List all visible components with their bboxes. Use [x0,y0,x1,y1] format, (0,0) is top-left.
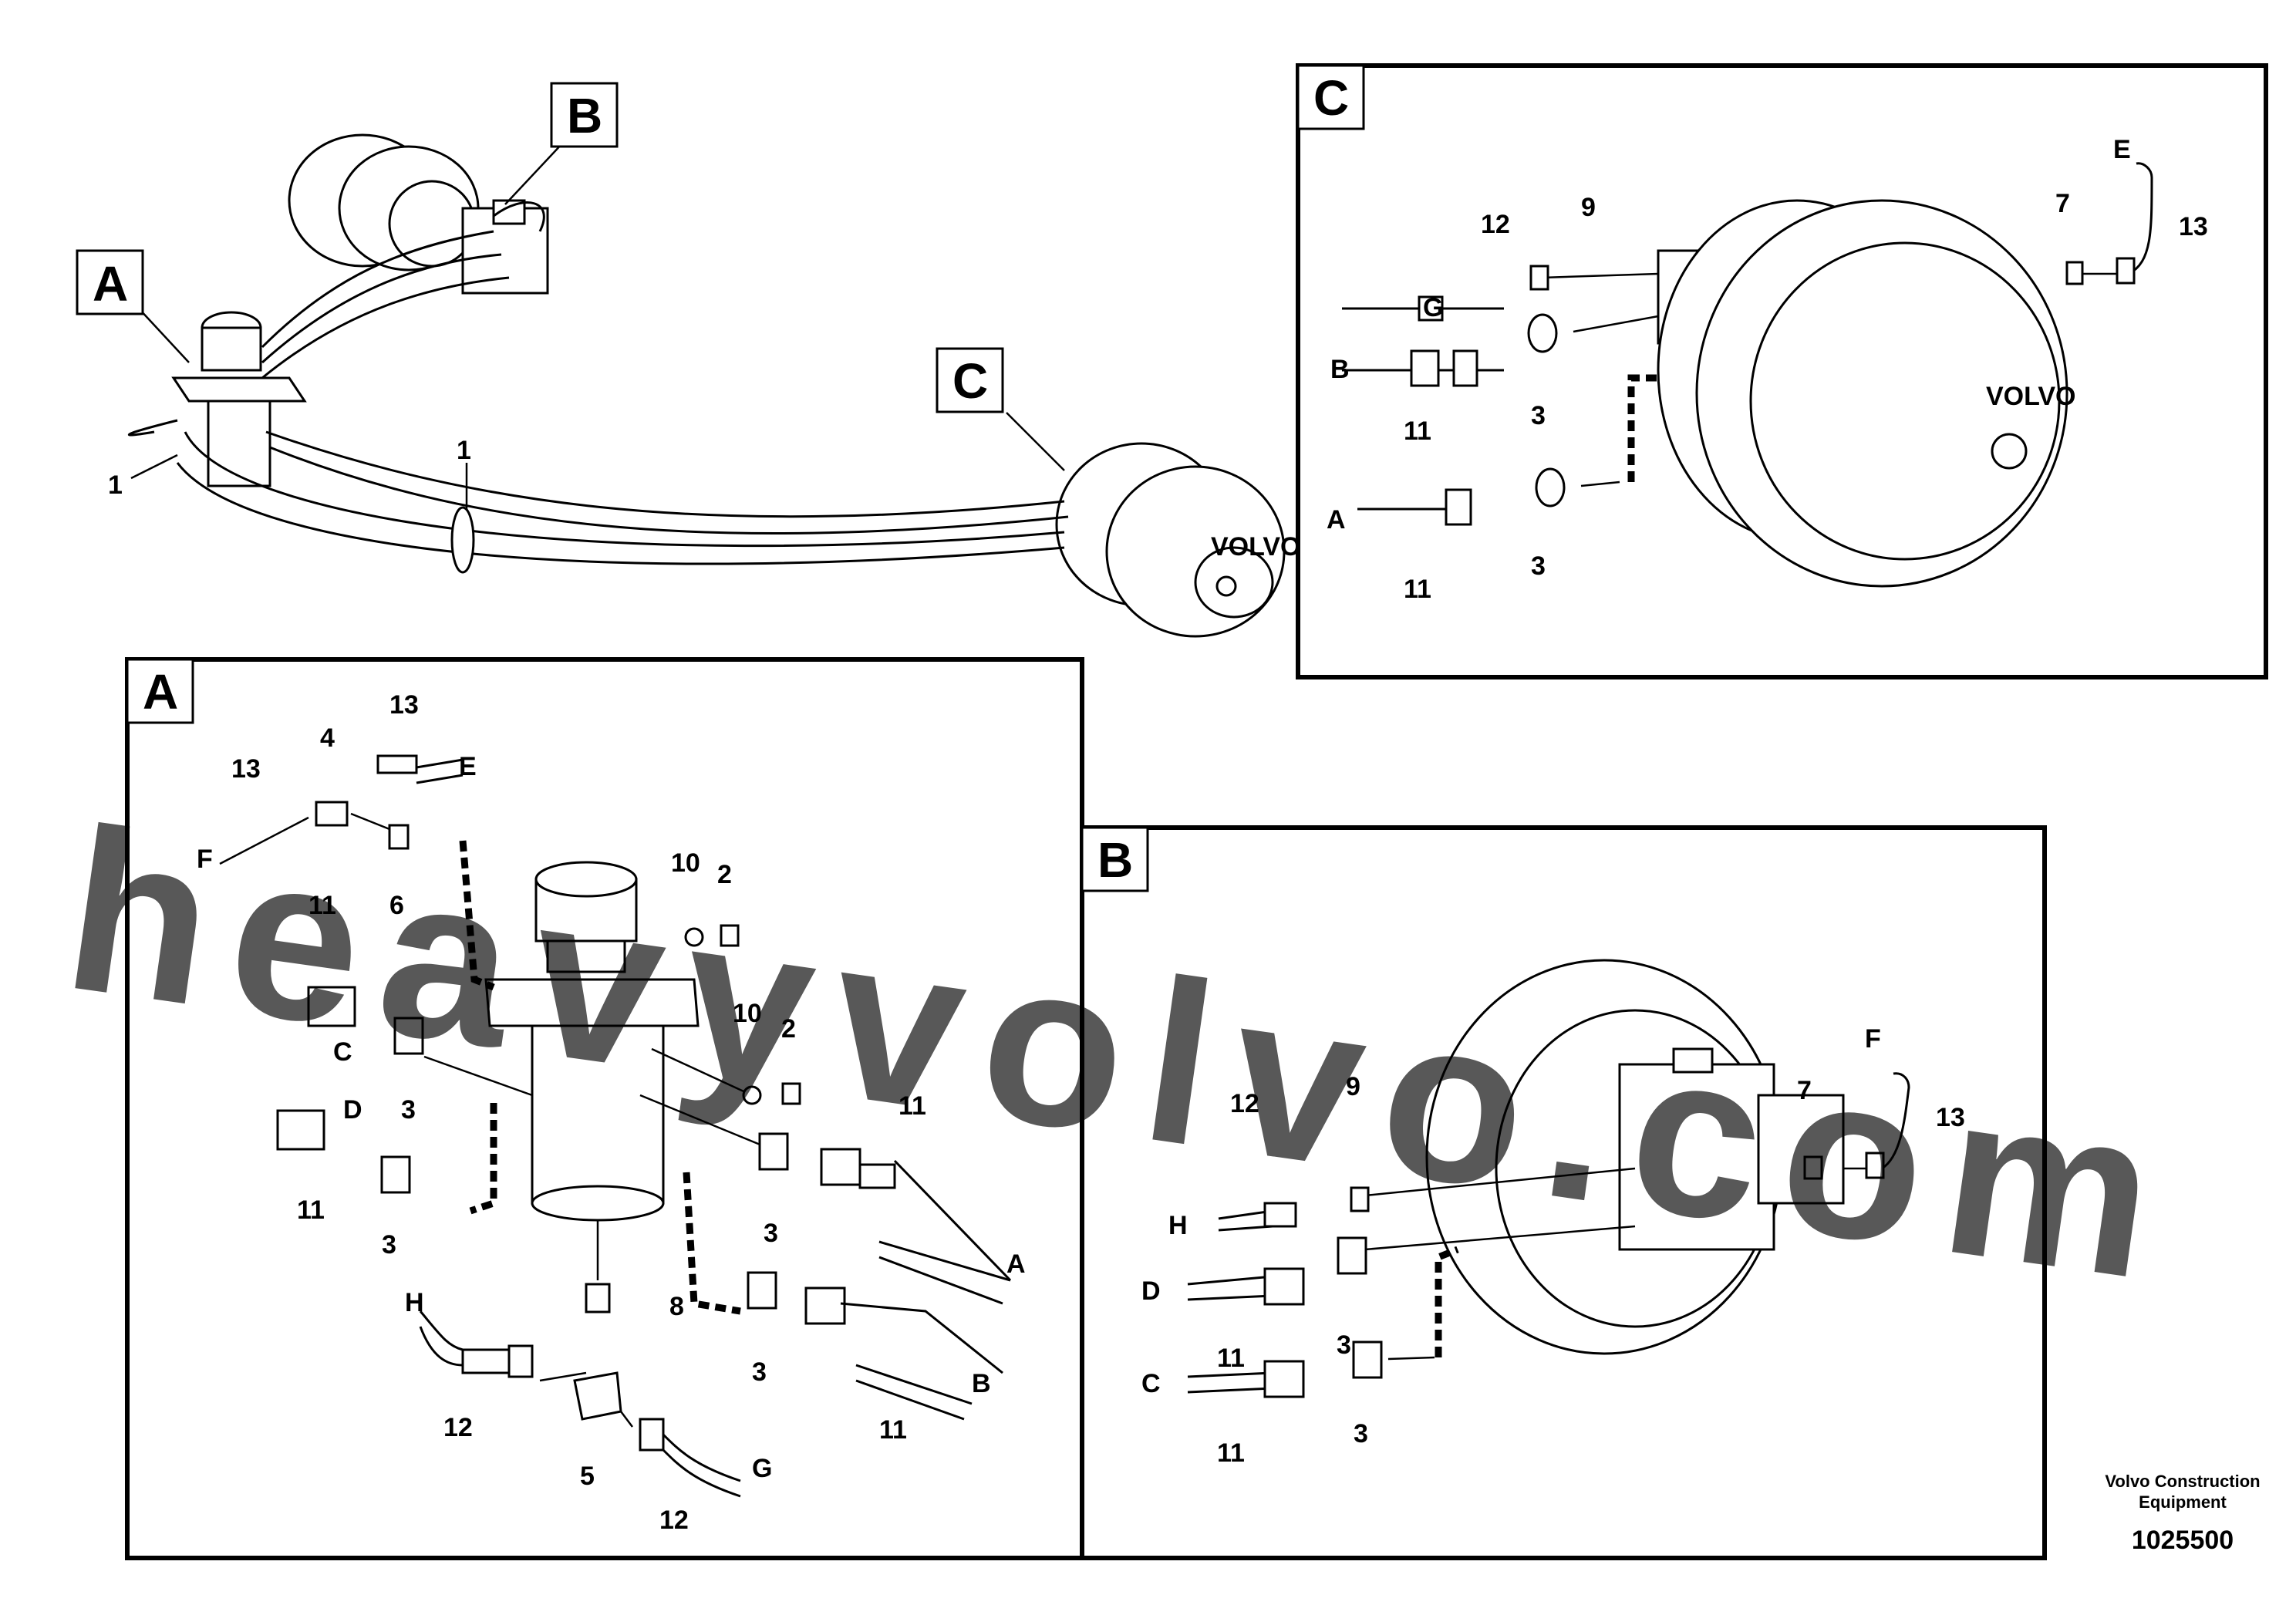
volvo-logo: VOLVO [1986,382,2076,411]
panel-a-label: 11 [297,1195,325,1225]
panel-b-title: B [1097,832,1133,888]
panel-a-label: 10 [733,999,762,1028]
panel-a-label: 3 [764,1219,778,1248]
panel-b-label: 3 [1354,1419,1368,1448]
svg-text:B: B [567,88,602,143]
overview-callout-a: A [76,249,144,315]
panel-c-label: E [2113,135,2131,164]
panel-a-swivel-joint [484,861,700,1280]
panel-a-label: 3 [382,1230,396,1259]
panel-a-label: 13 [389,690,419,720]
panel-a-title: A [143,664,178,720]
overview-hoses [127,201,1069,565]
panel-c-label: B [1330,355,1350,384]
panel-c-label: 3 [1531,551,1546,581]
publisher-block: Volvo Construction Equipment 1025500 [2105,1472,2260,1555]
panel-a-label: E [459,752,477,781]
panel-a-label: D [343,1095,362,1125]
panel-a-label: A [1006,1249,1026,1279]
panel-a-label: 3 [752,1357,767,1387]
panel-c-label: 3 [1531,401,1546,430]
panel-b-label: H [1168,1211,1188,1240]
overview-assembly: VOLVO 1 1 [108,133,1301,638]
overview-motor-b [288,133,549,295]
publisher-name: Volvo Construction [2105,1472,2260,1491]
panel-c-label: A [1327,505,1346,534]
drawing-number: 1025500 [2132,1526,2234,1555]
panel-c-title: C [1313,70,1349,126]
panel-a-label: 11 [308,891,336,920]
overview-label: 1 [457,436,471,465]
panel-c-label: 12 [1481,210,1510,239]
panel-a-label: 2 [781,1014,796,1044]
panel-b-label: 11 [1217,1344,1245,1373]
panel-a-label: 8 [669,1292,684,1321]
panel-a-label: 12 [659,1506,689,1535]
panel-c-label: 13 [2179,212,2208,241]
panel-c-travel-motor: VOLVO [1657,199,2076,588]
overview-hose-clamp [450,506,475,574]
panel-c-label: 9 [1581,193,1596,222]
overview-callout-c: C [936,347,1004,413]
overview-label: 1 [108,470,123,500]
volvo-logo: VOLVO [1211,532,1301,561]
panel-b-label: F [1865,1024,1881,1054]
panel-b-label: 12 [1230,1089,1259,1118]
panel-a-label: B [972,1369,991,1398]
panel-a-label: C [333,1037,352,1067]
panel-a-label: 5 [580,1462,595,1491]
panel-a-label: 2 [717,860,732,889]
panel-c-label: 11 [1404,416,1431,446]
panel-b-label: 13 [1936,1103,1965,1132]
publisher-subtitle: Equipment [2139,1492,2227,1512]
panel-a-label: H [405,1288,424,1317]
panel-a-label: 6 [389,891,404,920]
overview-motor-c: VOLVO [1055,442,1301,638]
panel-b: B 12 9 7 F [1080,825,2047,1560]
svg-text:C: C [952,353,988,409]
panel-a: A [125,657,1084,1560]
overview-callout-b: B [550,82,619,148]
panel-b-label: 9 [1346,1072,1360,1101]
panel-a-label: 4 [320,723,335,753]
panel-c-label: 11 [1404,575,1431,604]
panel-a-label: 11 [879,1415,907,1445]
panel-b-label: 11 [1217,1438,1245,1468]
panel-a-label: 13 [231,754,261,784]
panel-a-label: 10 [671,848,700,878]
panel-b-label: 3 [1337,1330,1351,1360]
overview-swivel-joint [171,311,307,487]
panel-c-label: G [1423,293,1443,322]
panel-a-label: 3 [401,1095,416,1125]
panel-b-label: 7 [1797,1076,1812,1105]
panel-a-label: G [752,1454,772,1483]
panel-a-label: 12 [443,1413,473,1442]
panel-b-label: D [1141,1276,1161,1306]
panel-c: C VOLVO 12 9 7 E [1296,63,2268,679]
panel-c-label: 7 [2055,189,2070,218]
svg-text:A: A [93,256,128,312]
panel-a-label: F [197,845,213,874]
panel-a-label: 11 [899,1091,926,1121]
panel-b-label: C [1141,1369,1161,1398]
